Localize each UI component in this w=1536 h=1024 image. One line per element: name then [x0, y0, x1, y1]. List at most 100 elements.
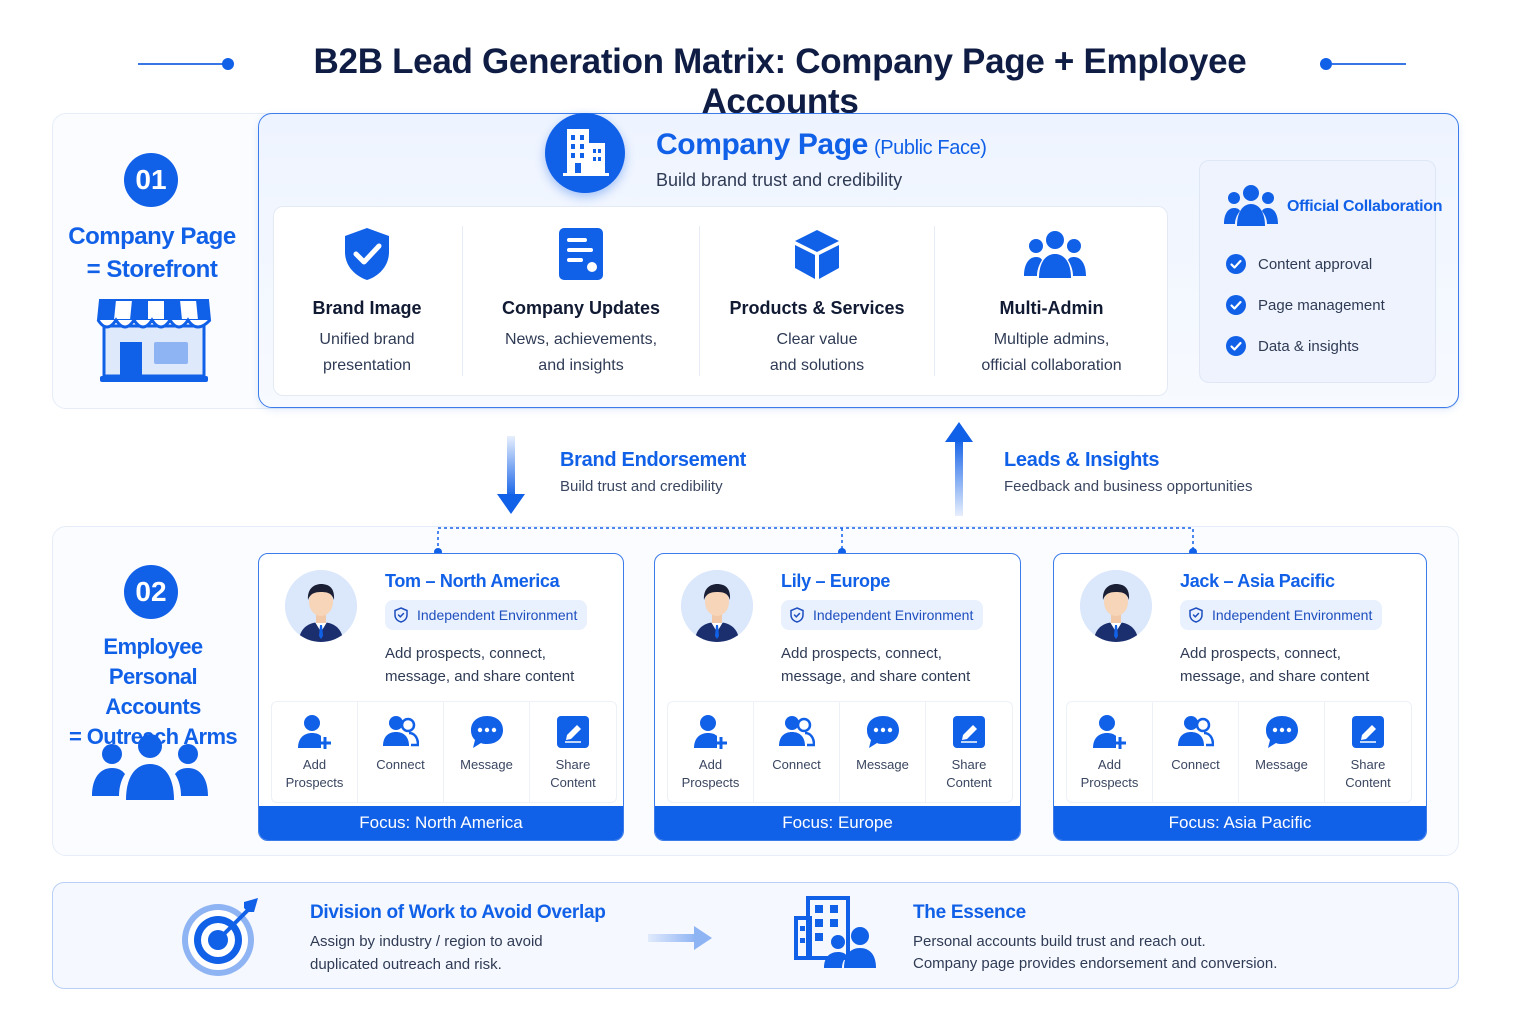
action-label: Connect: [376, 757, 425, 772]
message-button[interactable]: Message: [1239, 702, 1325, 802]
employee-card-lily: Lily – Europe Independent Environment Ad…: [654, 553, 1021, 841]
section-label-company-page: Company Page = Storefront: [62, 220, 242, 286]
action-row: Add Prospects Connect Message Share Cont…: [271, 701, 617, 803]
action-label: Share: [555, 757, 591, 772]
people-group-icon: [90, 732, 210, 802]
add-user-icon: [1092, 715, 1126, 749]
section-label-line: Personal Accounts: [105, 664, 201, 719]
essence-title: The Essence: [913, 902, 1026, 923]
divider: [699, 226, 700, 376]
focus-region-bar: Focus: Asia Pacific: [1054, 806, 1426, 840]
connect-button[interactable]: Connect: [358, 702, 444, 802]
feature-desc-line: News, achievements,: [504, 331, 658, 348]
feature-desc-line: and insights: [538, 357, 624, 374]
action-label: Message: [856, 757, 909, 772]
connect-button[interactable]: Connect: [1153, 702, 1239, 802]
feature-desc: Multiple admins, official collaboration: [935, 327, 1168, 379]
share-content-button[interactable]: Share Content: [530, 702, 616, 802]
connect-users-icon: [778, 716, 815, 747]
connect-button[interactable]: Connect: [754, 702, 840, 802]
feature-desc-line: Multiple admins,: [993, 331, 1110, 348]
feature-desc: News, achievements, and insights: [463, 327, 699, 379]
action-label: Prospects: [681, 775, 740, 790]
collab-item: Content approval: [1226, 254, 1372, 274]
summary-box: [52, 882, 1459, 989]
arrow-up-icon: [944, 420, 974, 516]
feature-desc-line: and solutions: [769, 357, 865, 374]
feature-company-updates: Company Updates News, achievements, and …: [463, 206, 699, 396]
edit-pencil-icon: [1352, 716, 1384, 748]
environment-label: Independent Environment: [1212, 607, 1373, 623]
add-prospects-button[interactable]: Add Prospects: [272, 702, 358, 802]
feature-desc-line: Clear value: [776, 331, 858, 348]
feature-title: Products & Services: [729, 298, 905, 318]
employee-desc: Add prospects, connect, message, and sha…: [781, 645, 971, 685]
share-content-button[interactable]: Share Content: [1325, 702, 1411, 802]
avatar: [681, 570, 753, 642]
collab-item: Data & insights: [1226, 336, 1359, 356]
flow-leads-insights-desc: Feedback and business opportunities: [1004, 478, 1253, 495]
environment-label: Independent Environment: [813, 607, 974, 623]
collab-item-label: Page management: [1258, 296, 1385, 314]
employee-name: Tom – North America: [385, 571, 560, 591]
avatar: [1080, 570, 1152, 642]
feature-title: Brand Image: [312, 298, 422, 318]
title-decor-line-right: [1332, 63, 1406, 65]
action-label: Message: [1255, 757, 1308, 772]
check-icon: [1226, 254, 1246, 274]
storefront-icon: [96, 296, 212, 386]
action-label: Add: [1097, 757, 1122, 772]
official-collaboration-title: Official Collaboration: [1287, 198, 1443, 215]
employee-card-tom: Tom – North America Independent Environm…: [258, 553, 624, 841]
company-page-title-sub: (Public Face): [873, 137, 987, 159]
collab-item-label: Data & insights: [1258, 337, 1359, 355]
target-icon: [178, 894, 262, 978]
action-label: Prospects: [285, 775, 344, 790]
add-prospects-button[interactable]: Add Prospects: [1067, 702, 1153, 802]
cube-icon: [789, 226, 845, 282]
title-decor-dot-left: [222, 58, 234, 70]
feature-products-services: Products & Services Clear value and solu…: [700, 206, 934, 396]
add-prospects-button[interactable]: Add Prospects: [668, 702, 754, 802]
flow-brand-endorsement-desc: Build trust and credibility: [560, 478, 723, 495]
independent-environment-badge: Independent Environment: [781, 600, 984, 630]
employee-name: Lily – Europe: [781, 571, 891, 591]
section-label-line: Employee: [103, 634, 203, 659]
action-label: Share: [1350, 757, 1386, 772]
share-content-button[interactable]: Share Content: [926, 702, 1012, 802]
add-user-icon: [693, 715, 727, 749]
chat-bubble-icon: [470, 716, 503, 748]
section-badge-02: 02: [124, 565, 178, 619]
company-page-title-main: Company Page: [656, 128, 868, 161]
chat-bubble-icon: [1265, 716, 1298, 748]
message-button[interactable]: Message: [840, 702, 926, 802]
building-people-icon: [794, 896, 882, 970]
edit-pencil-icon: [953, 716, 985, 748]
employee-desc: Add prospects, connect, message, and sha…: [385, 645, 575, 685]
feature-desc-line: official collaboration: [981, 357, 1122, 374]
flow-leads-insights-title: Leads & Insights: [1004, 449, 1160, 471]
connect-users-icon: [382, 716, 419, 747]
message-button[interactable]: Message: [444, 702, 530, 802]
group-icon: [1023, 226, 1086, 282]
arrow-down-icon: [496, 436, 526, 516]
action-label: Connect: [772, 757, 821, 772]
divider: [934, 226, 935, 376]
feature-desc: Clear value and solutions: [700, 327, 934, 379]
shield-check-icon: [1189, 607, 1203, 623]
essence-desc-line: Personal accounts build trust and reach …: [913, 933, 1206, 950]
title-decor-dot-right: [1320, 58, 1332, 70]
flow-brand-endorsement-title: Brand Endorsement: [560, 449, 747, 471]
divider: [462, 226, 463, 376]
focus-region-bar: Focus: North America: [259, 806, 623, 840]
building-icon: [545, 113, 625, 193]
employee-desc: Add prospects, connect, message, and sha…: [1180, 645, 1370, 685]
collab-item: Page management: [1226, 295, 1385, 315]
section-label-line: Company Page: [68, 223, 236, 250]
feature-desc-line: Unified brand: [319, 331, 415, 348]
shield-check-icon: [394, 607, 408, 623]
feature-multi-admin: Multi-Admin Multiple admins, official co…: [935, 206, 1168, 396]
avatar: [285, 570, 357, 642]
chat-bubble-icon: [866, 716, 899, 748]
company-page-title: Company Page(Public Face): [656, 128, 987, 162]
